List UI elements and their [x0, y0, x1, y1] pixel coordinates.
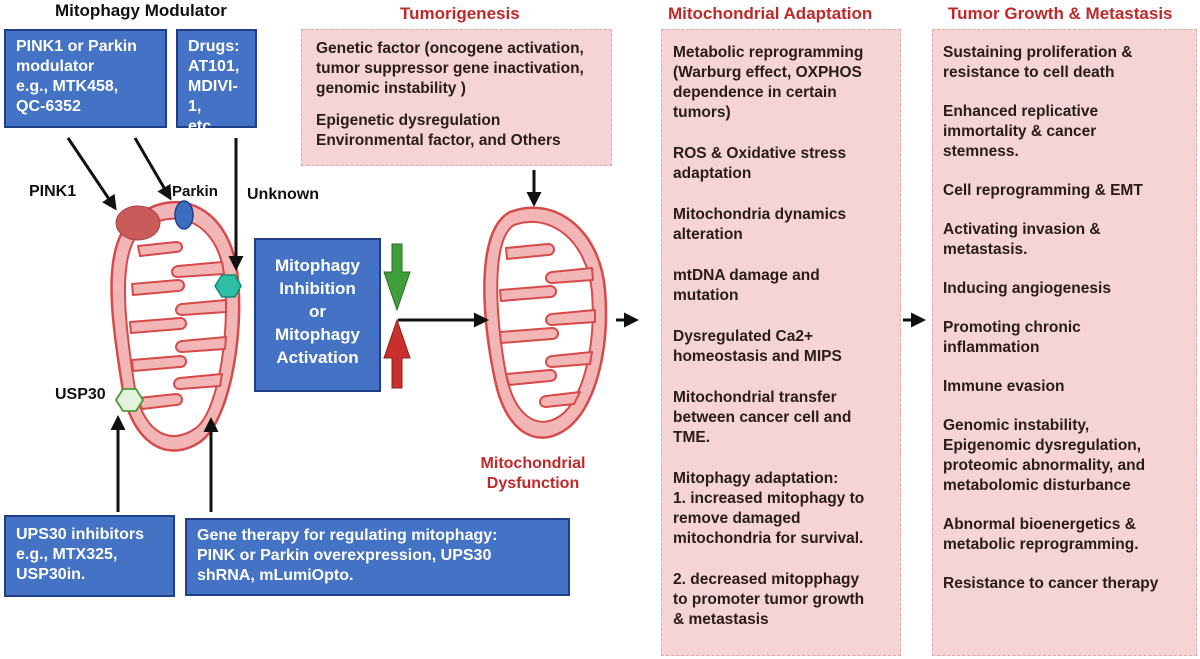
pink1-protein [115, 205, 161, 241]
box-line: Environmental factor, and Others [316, 132, 561, 149]
growth-item: Inducing angiogenesis [943, 280, 1111, 297]
tumorigenesis-box: Genetic factor (oncogene activation, tum… [301, 29, 612, 166]
box-line: Mitophagy [275, 325, 360, 344]
box-line: Mitophagy [275, 256, 360, 275]
usp30-label: USP30 [55, 386, 106, 403]
adaptation-item: Mitophagy adaptation: 1. increased mitop… [673, 470, 865, 547]
box-line: Activation [276, 348, 359, 367]
growth-item: Abnormal bioenergetics & metabolic repro… [943, 516, 1139, 553]
mitochondrion-left [110, 200, 242, 452]
adaptation-item: Dysregulated Ca2+ homeostasis and MIPS [673, 328, 842, 365]
box-line: PINK or Parkin overexpression, UPS30 [197, 547, 492, 564]
growth-item: Resistance to cancer therapy [943, 575, 1159, 592]
usp30-protein-hexagon [114, 388, 145, 412]
box-line: MDIVI-1, [188, 78, 238, 115]
mitochondrial-dysfunction-caption: Mitochondrial Dysfunction [468, 454, 598, 494]
box-line: Gene therapy for regulating mitophagy: [197, 527, 498, 544]
header-mitophagy-modulator: Mitophagy Modulator [55, 1, 227, 20]
growth-item: Sustaining proliferation & resistance to… [943, 44, 1133, 81]
inhibition-down-arrow [383, 243, 411, 312]
box-line: e.g., MTX325, [16, 546, 118, 563]
box-line: Inhibition [279, 279, 356, 298]
gene-therapy-box: Gene therapy for regulating mitophagy: P… [185, 518, 570, 596]
box-line: QC-6352 [16, 98, 81, 115]
mitophagy-inhibition-activation-box: Mitophagy Inhibition or Mitophagy Activa… [254, 238, 381, 392]
box-line: UPS30 inhibitors [16, 526, 145, 543]
growth-item: Promoting chronic inflammation [943, 319, 1081, 356]
parkin-label: Parkin [172, 183, 218, 200]
adaptation-item: 2. decreased mitopphagy to promoter tumo… [673, 571, 865, 628]
box-line: tumor suppressor gene inactivation, [316, 60, 584, 77]
parkin-protein [174, 200, 194, 230]
pink1-parkin-modulator-box: PINK1 or Parkin modulator e.g., MTK458, … [4, 29, 167, 128]
growth-item: Enhanced replicative immortality & cance… [943, 103, 1099, 160]
mitochondrial-adaptation-box: Metabolic reprogramming (Warburg effect,… [661, 29, 901, 656]
header-tumorigenesis: Tumorigenesis [400, 4, 520, 23]
caption-line: Dysfunction [486, 475, 580, 492]
box-line: genomic instability ) [316, 80, 466, 97]
box-line: Epigenetic dysregulation [316, 112, 501, 129]
pink1-label: PINK1 [29, 183, 77, 200]
box-line: PINK1 or Parkin [16, 38, 137, 55]
unknown-protein-hexagon [214, 274, 242, 298]
header-tumor-growth-metastasis: Tumor Growth & Metastasis [948, 4, 1173, 23]
box-line: or [309, 302, 326, 321]
box-line: USP30in. [16, 566, 86, 583]
box-line: AT101, [188, 58, 240, 75]
box-line: modulator [16, 58, 95, 75]
growth-item: Activating invasion & metastasis. [943, 221, 1101, 258]
header-mitochondrial-adaptation: Mitochondrial Adaptation [668, 4, 873, 23]
tumor-growth-box: Sustaining proliferation & resistance to… [932, 29, 1197, 656]
adaptation-item: Mitochondria dynamics alteration [673, 206, 847, 243]
adaptation-item: ROS & Oxidative stress adaptation [673, 145, 847, 182]
box-line: shRNA, mLumiOpto. [197, 567, 354, 584]
unknown-label: Unknown [247, 186, 319, 203]
adaptation-item: Mitochondrial transfer between cancer ce… [673, 389, 852, 446]
adaptation-item: Metabolic reprogramming (Warburg effect,… [673, 44, 864, 121]
usp30-inhibitors-box: UPS30 inhibitors e.g., MTX325, USP30in. [4, 515, 175, 597]
arrow-parkin-modulator [133, 137, 172, 201]
growth-item: Cell reprogramming & EMT [943, 182, 1143, 199]
mitochondrion-right [483, 206, 608, 439]
box-line: Genetic factor (oncogene activation, [316, 40, 584, 57]
adaptation-item: mtDNA damage and mutation [673, 267, 820, 304]
drugs-box: Drugs: AT101, MDIVI-1, etc. [176, 29, 257, 135]
growth-item: Genomic instability, Epigenomic dysregul… [943, 417, 1146, 494]
caption-line: Mitochondrial [480, 455, 586, 472]
box-line: etc. [188, 118, 216, 135]
activation-up-arrow [383, 318, 411, 389]
growth-item: Immune evasion [943, 378, 1065, 395]
box-line: e.g., MTK458, [16, 78, 119, 95]
box-line: Drugs: [188, 38, 240, 55]
